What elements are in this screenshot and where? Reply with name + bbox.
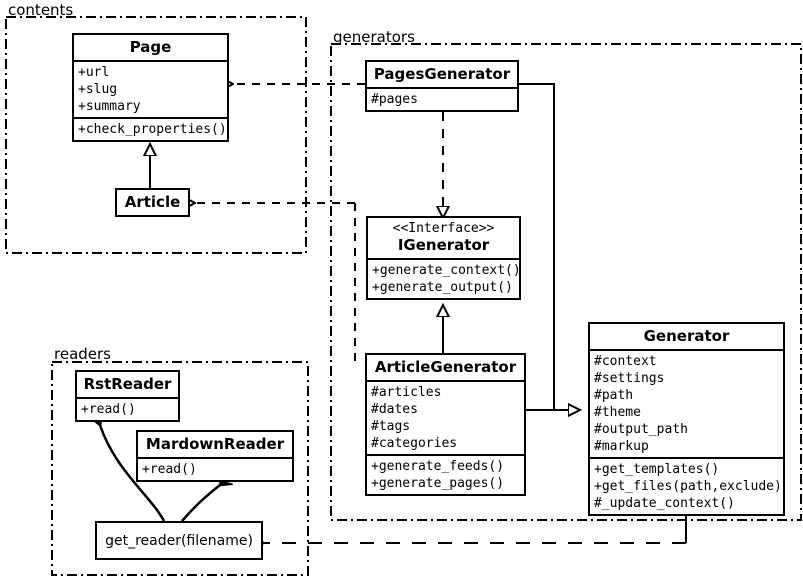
method: +read(): [81, 402, 136, 417]
attribute: #theme: [594, 405, 641, 420]
attribute: #articles: [371, 385, 442, 400]
attribute: #context: [594, 354, 657, 369]
class-box-igenerator[interactable]: <<Interface>> IGenerator +generate_conte…: [366, 216, 521, 300]
package-label-generators: generators: [333, 28, 415, 46]
attribute: +url: [78, 65, 110, 80]
class-articlegenerator-methods: +generate_feeds() +generate_pages(): [367, 454, 524, 494]
class-pagesgenerator-title: PagesGenerator: [373, 65, 511, 83]
class-page-header: Page: [74, 35, 227, 60]
method: +generate_context(): [372, 263, 521, 278]
class-pagesgenerator-attributes: #pages: [367, 87, 517, 110]
class-page-methods: +check_properties(): [74, 117, 227, 140]
class-igenerator-title: IGenerator: [397, 236, 490, 254]
class-articlegenerator-header: ArticleGenerator: [367, 355, 524, 380]
class-box-page[interactable]: Page +url +slug +summary +check_properti…: [72, 33, 229, 142]
class-igenerator-header: <<Interface>> IGenerator: [368, 218, 519, 258]
class-article-title: Article: [124, 193, 181, 211]
class-box-rstreader[interactable]: RstReader +read(): [75, 370, 180, 422]
class-mardownreader-methods: +read(): [138, 457, 292, 480]
attribute: #dates: [371, 402, 418, 417]
class-igenerator-stereotype: <<Interface>>: [392, 221, 495, 236]
method: +check_properties(): [78, 122, 227, 137]
association-pagesgenerator-generator: [519, 83, 574, 410]
class-article-header: Article: [117, 190, 188, 215]
function-label: get_reader(filename): [105, 532, 253, 549]
attribute: #pages: [371, 92, 418, 107]
method: +read(): [142, 462, 197, 477]
return-getreader-mardownreader: [181, 472, 233, 522]
method: +get_files(path,exclude): [594, 479, 782, 494]
class-articlegenerator-title: ArticleGenerator: [374, 358, 517, 376]
class-pagesgenerator-header: PagesGenerator: [367, 62, 517, 87]
attribute: #markup: [594, 439, 649, 454]
class-page-title: Page: [129, 38, 172, 56]
class-igenerator-methods: +generate_context() +generate_output(): [368, 258, 521, 298]
attribute: #path: [594, 388, 634, 403]
class-page-attributes: +url +slug +summary: [74, 60, 227, 117]
class-generator-header: Generator: [590, 324, 783, 349]
attribute: +slug: [78, 82, 118, 97]
attribute: #output_path: [594, 422, 688, 437]
method: +generate_feeds(): [371, 459, 505, 474]
class-articlegenerator-attributes: #articles #dates #tags #categories: [367, 380, 524, 454]
method: +get_templates(): [594, 462, 720, 477]
class-mardownreader-title: MardownReader: [145, 435, 285, 453]
class-rstreader-methods: +read(): [77, 397, 178, 420]
class-rstreader-header: RstReader: [77, 372, 178, 397]
package-label-contents: contents: [8, 1, 74, 19]
method: #_update_context(): [594, 496, 735, 511]
class-mardownreader-header: MardownReader: [138, 432, 292, 457]
class-box-generator[interactable]: Generator #context #settings #path #them…: [588, 322, 785, 516]
attribute: #settings: [594, 371, 665, 386]
class-box-pagesgenerator[interactable]: PagesGenerator #pages: [365, 60, 519, 112]
function-box-get-reader[interactable]: get_reader(filename): [95, 521, 263, 560]
class-box-article[interactable]: Article: [115, 188, 190, 217]
class-generator-attributes: #context #settings #path #theme #output_…: [590, 349, 783, 457]
attribute: +summary: [78, 99, 141, 114]
attribute: #tags: [371, 419, 411, 434]
method: +generate_pages(): [371, 476, 505, 491]
class-rstreader-title: RstReader: [83, 375, 172, 393]
class-generator-title: Generator: [643, 327, 730, 345]
package-label-readers: readers: [54, 345, 111, 363]
method: +generate_output(): [372, 280, 513, 295]
class-generator-methods: +get_templates() +get_files(path,exclude…: [590, 457, 783, 514]
class-box-mardownreader[interactable]: MardownReader +read(): [136, 430, 294, 482]
attribute: #categories: [371, 436, 458, 451]
class-box-articlegenerator[interactable]: ArticleGenerator #articles #dates #tags …: [365, 353, 526, 496]
